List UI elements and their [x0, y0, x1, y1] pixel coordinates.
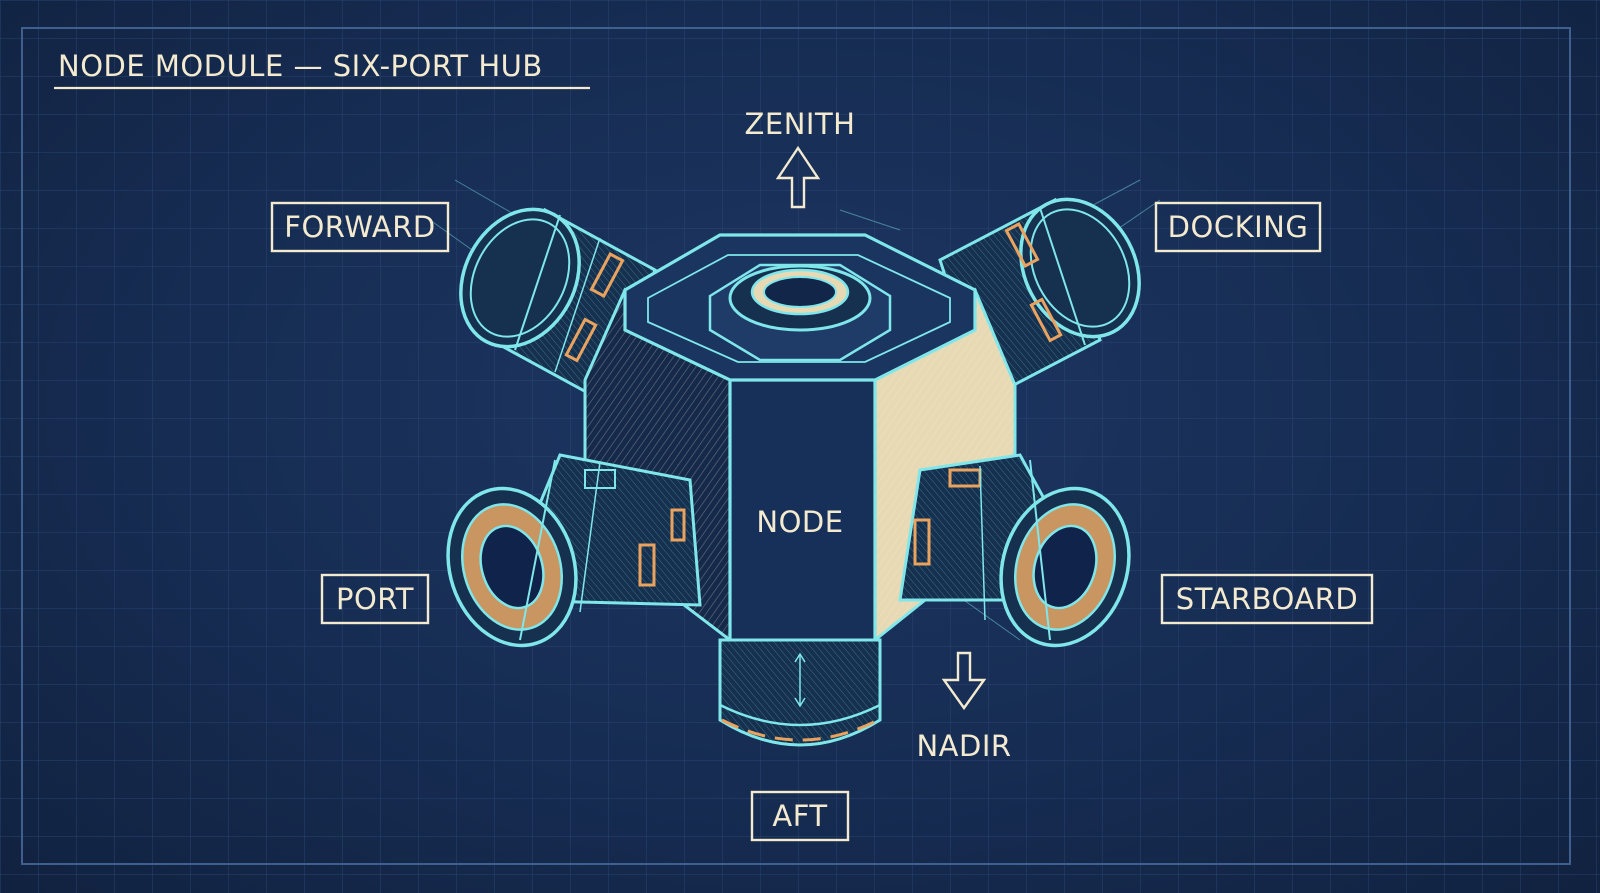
aft-label: AFT — [772, 799, 827, 833]
diagram-title: NODE MODULE — SIX-PORT HUB — [58, 49, 543, 83]
port-label: PORT — [336, 582, 414, 616]
zenith-label: ZENITH — [745, 107, 856, 141]
forward-label-box — [270, 201, 450, 253]
port-label-box — [320, 573, 430, 625]
forward-label: FORWARD — [284, 210, 435, 244]
nadir-label: NADIR — [916, 729, 1011, 763]
starboard-label-box — [1160, 573, 1374, 625]
drawing-frame — [21, 27, 1571, 865]
docking-label: DOCKING — [1168, 210, 1309, 244]
node-label: NODE — [756, 505, 843, 539]
port-module — [446, 453, 702, 648]
aft-port-module — [718, 638, 882, 747]
starboard-label: STARBOARD — [1176, 582, 1358, 616]
aft-label-box — [750, 790, 850, 842]
docking-label-box — [1154, 201, 1322, 253]
starboard-module — [898, 453, 1131, 648]
zenith-arrow — [775, 145, 821, 209]
nadir-arrow — [941, 651, 987, 711]
